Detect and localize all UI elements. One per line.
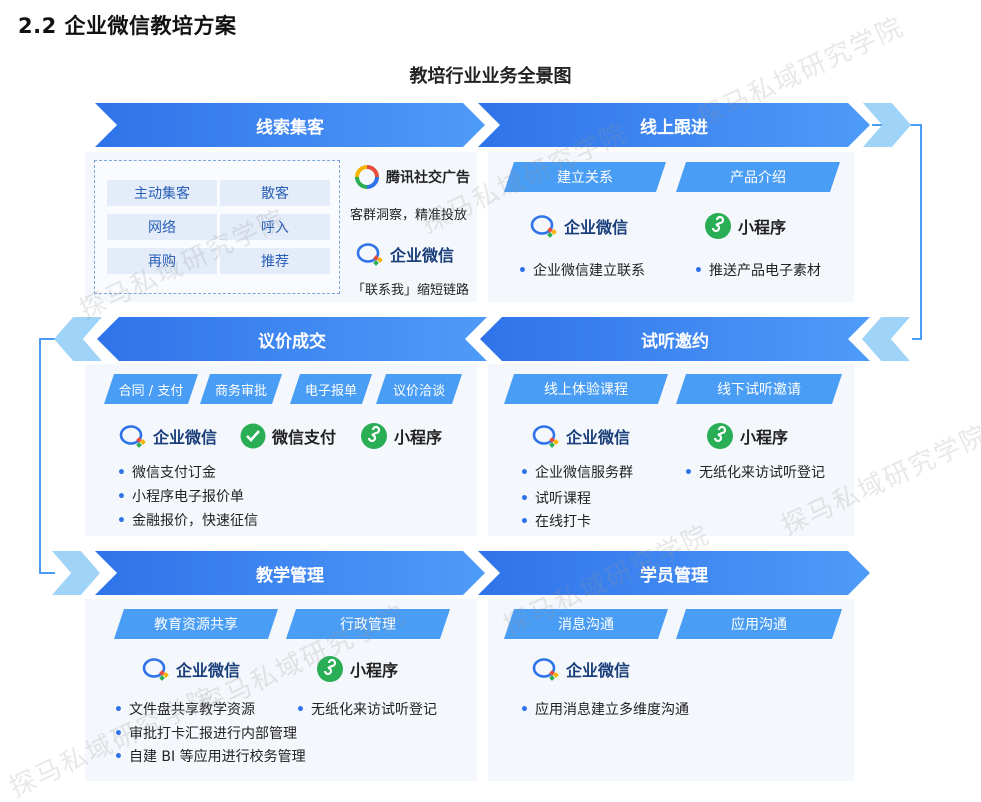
tag-offline-invite: 线下试听邀请 [676, 374, 842, 404]
wechat-pay-icon [240, 423, 266, 449]
page-heading: 2.2 企业微信教培方案 [18, 14, 237, 38]
miniprogram-label: 小程序 [394, 428, 443, 447]
lead-source-cell: 推荐 [220, 248, 330, 274]
wecom-badge: 企业微信 [356, 242, 454, 266]
miniprogram-icon [317, 656, 343, 682]
stage-banner-leads: 线索集客 [95, 103, 485, 147]
wechat-pay-label: 微信支付 [272, 428, 337, 447]
bullet-item: 应用消息建立多维度沟通 [520, 699, 689, 719]
wecom-badge: 企业微信 [142, 657, 240, 681]
bullet-item: 自建 BI 等应用进行校务管理 [114, 746, 306, 766]
miniprogram-badge: 小程序 [316, 655, 398, 683]
wechat-pay-badge: 微信支付 [240, 423, 336, 449]
bullet-item: 企业微信建立联系 [518, 260, 645, 280]
wecom-icon [532, 658, 559, 681]
bullet-item: 推送产品电子素材 [694, 260, 821, 280]
wecom-icon [142, 658, 169, 681]
wecom-badge: 企业微信 [119, 424, 217, 448]
wecom-icon [356, 243, 383, 266]
miniprogram-icon [361, 423, 387, 449]
flow-chevron-4 [52, 551, 100, 595]
wecom-caption: 「联系我」缩短链路 [352, 283, 470, 298]
stage-title-followup: 线上跟进 [640, 117, 708, 138]
lead-source-cell: 主动集客 [107, 180, 217, 206]
lead-source-cell: 散客 [220, 180, 330, 206]
bullet-item: 审批打卡汇报进行内部管理 [114, 723, 297, 743]
wecom-label: 企业微信 [566, 428, 631, 447]
lead-source-cell: 再购 [107, 248, 217, 274]
stage-title-deal: 议价成交 [258, 331, 326, 352]
miniprogram-label: 小程序 [740, 428, 789, 447]
stage-banner-trial: 试听邀约 [480, 317, 870, 361]
tencent-ads-badge: 腾讯社交广告 [354, 164, 470, 190]
wecom-badge: 企业微信 [530, 214, 628, 238]
wecom-label: 企业微信 [566, 661, 631, 680]
wecom-icon [532, 425, 559, 448]
wecom-label: 企业微信 [176, 661, 241, 680]
wecom-label: 企业微信 [564, 218, 629, 237]
flow-chevron-1 [863, 103, 911, 147]
stage-banner-students: 学员管理 [478, 551, 870, 595]
tag-online-course: 线上体验课程 [504, 374, 668, 404]
flow-chevron-2 [54, 317, 102, 361]
tag-app-communication: 应用沟通 [676, 609, 842, 639]
wecom-icon [530, 215, 557, 238]
miniprogram-badge: 小程序 [706, 422, 788, 450]
wecom-badge: 企业微信 [532, 657, 630, 681]
wecom-label: 企业微信 [153, 428, 218, 447]
tag-admin-management: 行政管理 [286, 609, 450, 639]
bullet-item: 无纸化来访试听登记 [684, 462, 825, 482]
stage-banner-followup: 线上跟进 [478, 103, 870, 147]
bullet-item: 无纸化来访试听登记 [296, 699, 437, 719]
lead-source-cell: 网络 [107, 214, 217, 240]
miniprogram-badge: 小程序 [704, 212, 786, 240]
stage-title-leads: 线索集客 [256, 117, 324, 138]
flow-chevron-3 [862, 317, 910, 361]
ads-caption: 客群洞察，精准投放 [350, 208, 468, 223]
wecom-label: 企业微信 [390, 246, 455, 265]
wecom-icon [119, 425, 146, 448]
tencent-ads-icon [355, 165, 379, 189]
miniprogram-icon [707, 423, 733, 449]
tencent-ads-label: 腾讯社交广告 [386, 170, 470, 186]
lead-source-cell: 呼入 [220, 214, 330, 240]
bullet-item: 小程序电子报价单 [117, 486, 244, 506]
stage-banner-deal: 议价成交 [97, 317, 487, 361]
miniprogram-badge: 小程序 [360, 422, 442, 450]
bullet-item: 微信支付订金 [117, 462, 216, 482]
tag-resource-sharing: 教育资源共享 [114, 609, 278, 639]
stage-banner-teaching: 教学管理 [95, 551, 485, 595]
stage-title-students: 学员管理 [640, 565, 708, 586]
bullet-item: 金融报价，快速征信 [117, 510, 258, 530]
tag-build-relationship: 建立关系 [504, 162, 666, 192]
bullet-item: 在线打卡 [520, 511, 591, 531]
stage-title-teaching: 教学管理 [256, 565, 324, 586]
stage-title-trial: 试听邀约 [641, 331, 709, 352]
tag-price-negotiation: 议价洽谈 [376, 374, 462, 404]
miniprogram-label: 小程序 [350, 661, 399, 680]
bullet-item: 企业微信服务群 [520, 462, 633, 482]
tag-business-approval: 商务审批 [200, 374, 282, 404]
wecom-badge: 企业微信 [532, 424, 630, 448]
bullet-item: 试听课程 [520, 488, 591, 508]
diagram-title: 教培行业业务全景图 [409, 66, 572, 87]
miniprogram-label: 小程序 [738, 218, 787, 237]
miniprogram-icon [705, 213, 731, 239]
tag-message-communication: 消息沟通 [504, 609, 668, 639]
tag-e-quotation: 电子报单 [290, 374, 372, 404]
tag-contract-payment: 合同 / 支付 [104, 374, 198, 404]
bullet-item: 文件盘共享教学资源 [114, 699, 255, 719]
tag-product-intro: 产品介绍 [676, 162, 840, 192]
